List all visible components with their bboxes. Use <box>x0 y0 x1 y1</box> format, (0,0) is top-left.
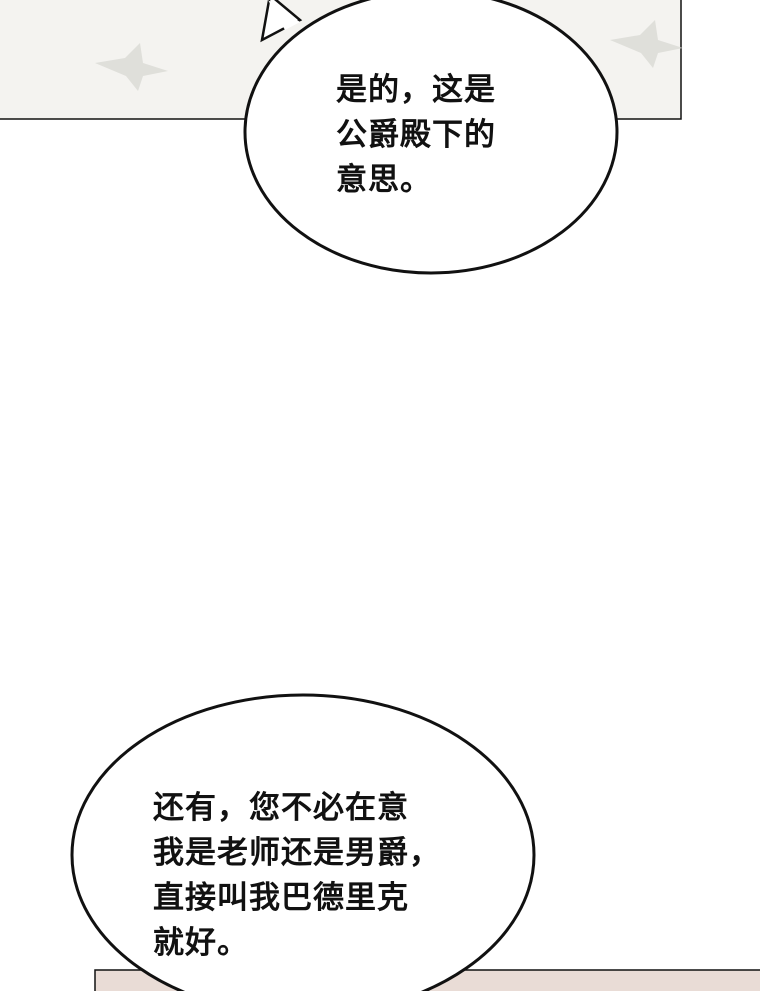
speech-bubble-1-text: 是的，这是 公爵殿下的 意思。 <box>336 68 496 203</box>
speech-bubble-1-shape <box>243 0 619 275</box>
bubble-line: 意思。 <box>336 162 432 198</box>
panel-flower-pattern <box>95 20 683 91</box>
bubble-line: 还有，您不必在意 <box>153 790 409 826</box>
speech-bubble-2-shape <box>70 693 536 991</box>
bubble-line: 直接叫我巴德里克 <box>153 880 409 916</box>
bubble-line: 公爵殿下的 <box>336 117 496 153</box>
bubble-line: 是的，这是 <box>336 72 496 108</box>
speech-bubble-2-text: 还有，您不必在意 我是老师还是男爵， 直接叫我巴德里克 就好。 <box>153 786 441 966</box>
bubble-line: 我是老师还是男爵， <box>153 835 441 871</box>
bubble-line: 就好。 <box>153 925 249 961</box>
